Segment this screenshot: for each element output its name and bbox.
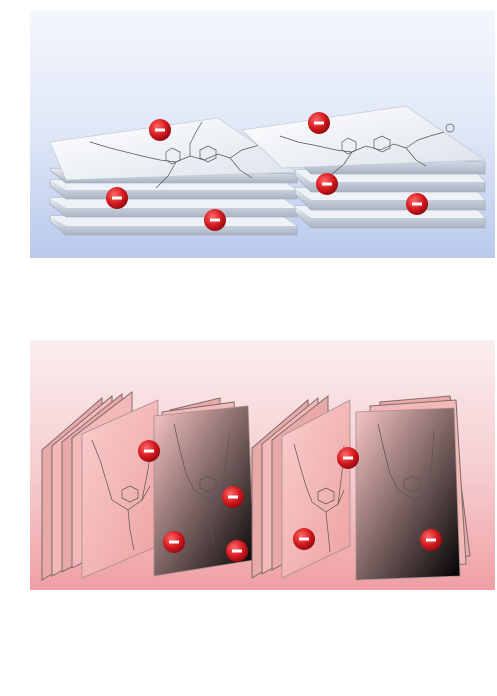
negative-charge-icon [226, 540, 248, 562]
sheet-group-right-back [251, 394, 351, 579]
negative-charge-icon [420, 529, 442, 551]
left-stack [49, 117, 299, 236]
sheet-group-right-front [355, 395, 471, 581]
blue-stacked-panel [30, 10, 495, 258]
molecule-structure-icon [91, 439, 153, 551]
negative-charge-icon [337, 447, 359, 469]
negative-charge-icon [222, 486, 244, 508]
pink-sheets-illustration [41, 390, 471, 581]
sheet-top [241, 105, 487, 175]
sheet-layer [49, 215, 298, 236]
sheet-group-left-back [41, 390, 159, 581]
negative-charge-icon [149, 119, 171, 141]
negative-charge-icon [204, 209, 226, 231]
molecule-structure-icon [279, 123, 455, 175]
negative-charge-icon [316, 173, 338, 195]
negative-charge-icon [406, 193, 428, 215]
negative-charge-icon [106, 187, 128, 209]
sheet-layer [49, 197, 298, 218]
negative-charge-icon [293, 528, 315, 550]
negative-charge-icon [163, 531, 185, 553]
pink-standing-panel [30, 340, 495, 590]
right-stack [241, 105, 487, 229]
negative-charge-icon [308, 112, 330, 134]
negative-charge-icon [138, 440, 160, 462]
molecule-structure-icon [173, 423, 242, 547]
blue-stacks-illustration [49, 105, 487, 236]
